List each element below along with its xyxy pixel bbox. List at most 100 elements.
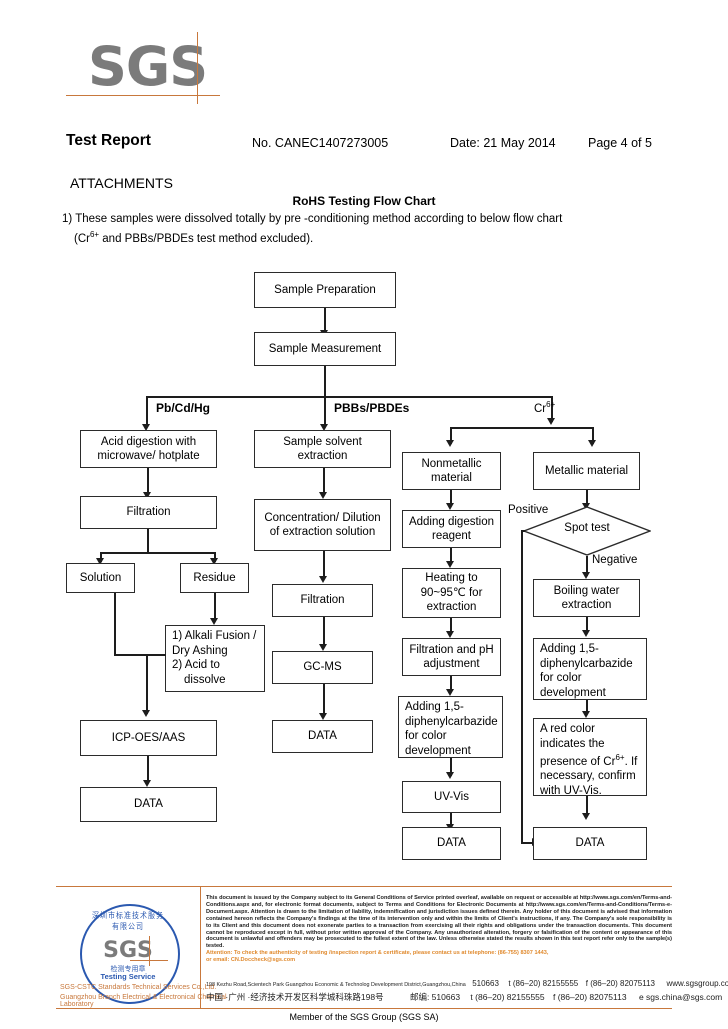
arrowhead [142,710,150,717]
seal-cn-label: 检测专用章 [110,966,146,973]
arrowhead [446,503,454,510]
website: www.sgsgroup.com.cn [666,979,728,988]
arrowhead [582,630,590,637]
node-heating: Heating to 90~95℃ for extraction [402,568,501,618]
edge [592,427,595,444]
node-solution: Solution [66,563,135,593]
note-line-1: 1) These samples were dissolved totally … [62,213,563,225]
address-row-cn: 中国 ·广州 ·经济技术开发区科学城科珠路198号 邮编: 510663 t (… [206,991,722,1003]
edge [586,700,588,714]
arrowhead [446,561,454,568]
address-cn: 中国 ·广州 ·经济技术开发区科学城科珠路198号 [206,992,384,1002]
report-number: No. CANEC1407273005 [252,136,389,150]
edge [214,552,216,562]
arrowhead [210,558,218,565]
edge-solution-down [114,593,116,655]
note-text: 1) These samples were dissolved totally … [62,212,562,247]
page-number: Page 4 of 5 [588,136,652,150]
edge [147,756,149,782]
seal-en-label: Testing Service [100,972,156,981]
arrowhead [210,618,218,625]
footer-rule-bottom [56,1008,672,1009]
arrowhead [446,772,454,779]
arrowhead [319,644,327,651]
tel-cn: t (86–20) 82155555 [470,992,545,1002]
edge-meas-down [324,366,327,396]
arrowhead [319,492,327,499]
edge [586,490,589,507]
edge-positive [521,530,523,843]
node-boiling-water-extraction: Boiling water extraction [533,579,640,617]
edge-cr-bus [450,427,593,429]
edge [323,684,325,716]
legal-disclaimer: This document is issued by the Company s… [206,895,672,964]
edge [323,551,325,579]
flow-chart-title: RoHS Testing Flow Chart [292,194,436,208]
node-uv-vis: UV-Vis [402,781,501,813]
edge-negative [586,556,588,576]
company-seal-stamp: 深圳市标准技术服务有限公司 SGS 检测专用章 Testing Service … [60,900,227,1008]
node-acid-digestion: Acid digestion with microwave/ hotplate [80,430,217,468]
arrowhead [446,440,454,447]
node-red-color-note: A red color indicates the presence of Cr… [533,718,647,797]
edge-left-branch [146,396,149,426]
logo-horizontal-rule [66,95,220,96]
edge [521,530,525,532]
alkali-line-2: Dry Ashing [172,644,228,657]
edge-mid-branch [324,396,327,426]
spot-test-label: Spot test [564,522,610,534]
arrowhead [446,689,454,696]
arrowhead [582,813,590,820]
tel-en: t (86–20) 82155555 [508,979,579,988]
node-adding-dpc-metal: Adding 1,5-diphenylcarbazide for color d… [533,638,647,700]
arrowhead [142,424,150,431]
edge [147,468,149,494]
edge [450,676,452,692]
decision-label-negative: Negative [592,554,638,566]
node-metallic-material: Metallic material [533,452,640,490]
node-data-nonmetal: DATA [402,827,501,860]
email-cn: e sgs.china@sgs.com [638,992,723,1002]
footer-rule-top [56,886,672,887]
sgs-logo: SGS [88,36,218,102]
seal-cross-vertical [149,936,150,966]
arrowhead [582,711,590,718]
edge-fork [100,552,215,554]
arrowhead [547,418,555,425]
edge [450,813,452,828]
branch-label-pb-cd-hg: Pb/Cd/Hg [156,401,210,415]
attachments-heading: ATTACHMENTS [70,175,173,191]
node-sample-preparation: Sample Preparation [254,272,396,308]
alkali-line-1: 1) Alkali Fusion / [172,630,257,642]
report-date: Date: 21 May 2014 [450,136,556,150]
node-icp-oes-aas: ICP-OES/AAS [80,720,217,756]
seal-sgs-text: SGS [103,938,153,963]
edge [450,490,452,506]
node-gc-ms: GC-MS [272,651,373,684]
seal-company-line-2: Guangzhou Branch Electrical & Electronic… [60,994,227,1008]
logo-vertical-rule [197,32,198,104]
member-note: Member of the SGS Group (SGS SA) [289,1012,439,1022]
edge [586,617,588,633]
edge [586,796,588,816]
address-en: 198 Kezhu Road,Scientech Park Guangzhou … [206,982,466,988]
page-title: Test Report [66,132,151,149]
seal-cross-horizontal [130,960,168,961]
edge-join [114,654,166,656]
zip-en: 510663 [472,979,499,988]
edge-cr-branch [551,396,554,422]
alkali-line-3: 2) Acid to [172,659,220,671]
edge [323,468,326,494]
footer-vertical-rule [200,886,201,1008]
arrowhead [319,713,327,720]
edge [450,427,452,444]
sgs-logo-text: SGS [88,35,208,98]
seal-circle [80,904,180,1004]
arrowhead [320,424,328,431]
node-adding-digestion-reagent: Adding digestion reagent [402,510,501,548]
node-filtration-left: Filtration [80,496,217,529]
edge-split-bus [146,396,552,398]
branch-label-cr6: Cr6+ [534,400,556,415]
node-sample-measurement: Sample Measurement [254,332,396,366]
